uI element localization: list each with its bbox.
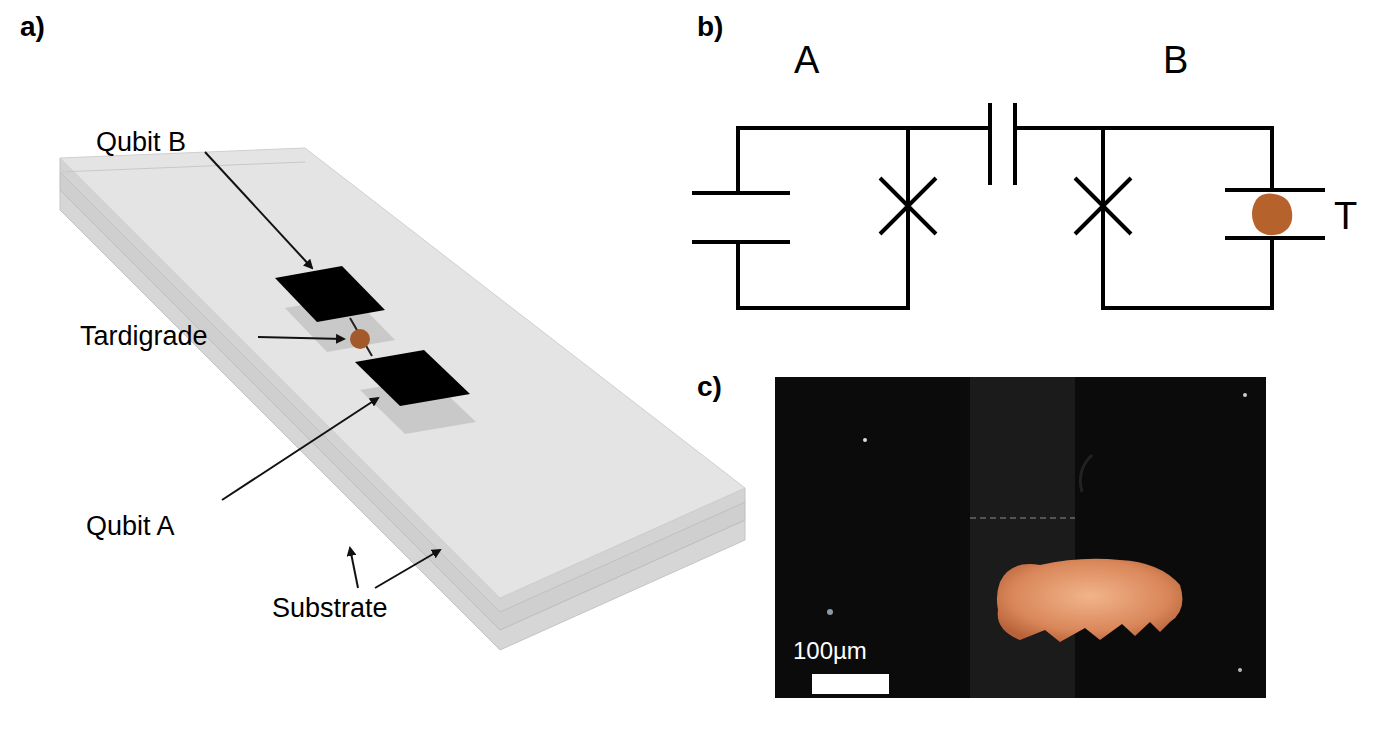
tardigrade-symbol [1252,194,1292,236]
panel-label: b) [697,12,723,43]
qubit-name: B [1163,40,1188,82]
substrate-slab [60,148,745,650]
panel-label: c) [697,372,722,403]
scale-label: 100µm [793,638,867,664]
panel-label: a) [20,12,45,43]
qubit-name: A [794,40,819,82]
circuit-wires [692,103,1325,308]
photo [775,377,1266,698]
leader-arrows [205,152,440,588]
scale-bar [812,674,889,694]
part-name: Qubit A [86,512,175,542]
part-name: Substrate [272,594,388,624]
symbol-label: T [1334,196,1357,238]
part-name: Tardigrade [80,322,208,352]
part-name: Qubit B [96,128,186,158]
qubit-pads [275,266,476,434]
